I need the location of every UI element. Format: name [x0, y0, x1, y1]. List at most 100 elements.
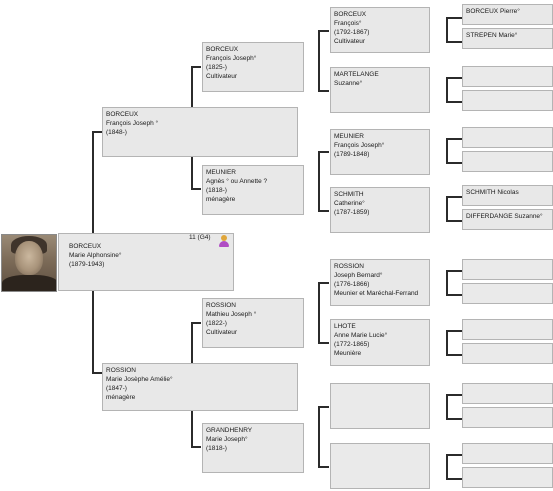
connector-line: [92, 372, 102, 374]
empty-ancestor-slot[interactable]: [330, 383, 430, 429]
connector-line: [446, 394, 462, 396]
connector-line: [446, 270, 462, 272]
connector-line: [446, 330, 448, 355]
empty-ancestor-slot[interactable]: [462, 283, 553, 304]
female-person-icon[interactable]: [218, 235, 230, 247]
empty-ancestor-slot[interactable]: [462, 443, 553, 464]
person-given-names: François Joseph°: [206, 55, 257, 62]
connector-line: [318, 282, 320, 344]
person-dates: (1818-): [206, 445, 227, 452]
empty-ancestor-slot[interactable]: [462, 383, 553, 404]
connector-line: [318, 90, 329, 92]
great-grandparent-card[interactable]: BORCEUX François° (1792-1867) Cultivateu…: [330, 7, 430, 53]
maternal-grandmother-card[interactable]: GRANDHENRY Marie Joseph° (1818-): [202, 423, 304, 473]
person-surname: MARTELANGE: [334, 71, 379, 78]
connector-line: [446, 138, 462, 140]
person-name: SCHMITH Nicolas: [466, 189, 519, 196]
person-name: BORCEUX Pierre°: [466, 8, 520, 15]
person-given-names: Suzanne°: [334, 80, 363, 87]
father-dates: (1848-): [106, 129, 127, 136]
connector-line: [318, 406, 320, 468]
connector-line: [446, 454, 448, 479]
descendant-count-badge: 11 (G4): [189, 234, 211, 241]
person-occupation: Meunier et Maréchal-Ferrand: [334, 290, 419, 297]
connector-line: [191, 446, 201, 448]
connector-line: [446, 478, 462, 480]
connector-line: [446, 330, 462, 332]
connector-line: [446, 394, 448, 419]
connector-line: [446, 196, 462, 198]
connector-line: [318, 466, 329, 468]
empty-ancestor-slot[interactable]: [462, 66, 553, 87]
person-given-names: François°: [334, 20, 362, 27]
root-given-names: Marie Alphonsine°: [69, 252, 122, 259]
maternal-grandfather-card[interactable]: ROSSION Mathieu Joseph ° (1822-) Cultiva…: [202, 298, 304, 348]
connector-line: [446, 162, 462, 164]
root-surname: BORCEUX: [69, 243, 102, 250]
person-surname: BORCEUX: [334, 11, 367, 18]
person-dates: (1818-): [206, 187, 227, 194]
empty-ancestor-slot[interactable]: [462, 467, 553, 488]
person-surname: SCHMITH: [334, 191, 364, 198]
connector-line: [446, 220, 462, 222]
connector-line: [446, 77, 448, 102]
gen4-person-card[interactable]: DIFFERDANGE Suzanne°: [462, 209, 553, 230]
connector-line: [446, 41, 462, 43]
father-given-names: François Joseph °: [106, 120, 159, 127]
gen4-person-card[interactable]: BORCEUX Pierre°: [462, 4, 553, 25]
great-grandparent-card[interactable]: MARTELANGE Suzanne°: [330, 67, 430, 113]
person-occupation: Cultivateur: [334, 38, 366, 45]
person-dates: (1787-1859): [334, 209, 370, 216]
connector-line: [446, 101, 462, 103]
mother-card[interactable]: ROSSION Marie Josèphe Amélie° (1847-) mé…: [102, 363, 298, 411]
person-occupation: Cultivateur: [206, 73, 238, 80]
empty-ancestor-slot[interactable]: [462, 259, 553, 280]
person-given-names: Catherine°: [334, 200, 365, 207]
connector-line: [446, 196, 448, 221]
person-given-names: Mathieu Joseph °: [206, 311, 257, 318]
person-name: STREPEN Marie°: [466, 32, 518, 39]
connector-line: [191, 322, 201, 324]
empty-ancestor-slot[interactable]: [462, 127, 553, 148]
empty-ancestor-slot[interactable]: [330, 443, 430, 489]
person-surname: MEUNIER: [206, 169, 236, 176]
person-dates: (1772-1865): [334, 341, 370, 348]
gen4-person-card[interactable]: SCHMITH Nicolas: [462, 185, 553, 206]
connector-line: [318, 151, 329, 153]
empty-ancestor-slot[interactable]: [462, 407, 553, 428]
paternal-grandfather-card[interactable]: BORCEUX François Joseph° (1825-) Cultiva…: [202, 42, 304, 92]
empty-ancestor-slot[interactable]: [462, 319, 553, 340]
connector-line: [446, 138, 448, 163]
root-person-card[interactable]: BORCEUX Marie Alphonsine° (1879-1943): [58, 233, 234, 291]
person-surname: LHOTE: [334, 323, 356, 330]
paternal-grandmother-card[interactable]: MEUNIER Agnès ° ou Annette ? (1818-) mén…: [202, 165, 304, 215]
person-occupation: Cultivateur: [206, 329, 238, 336]
father-card[interactable]: BORCEUX François Joseph ° (1848-): [102, 107, 298, 157]
portrait-photo[interactable]: [1, 234, 57, 292]
empty-ancestor-slot[interactable]: [462, 151, 553, 172]
connector-line: [191, 188, 201, 190]
mother-given-names: Marie Josèphe Amélie°: [106, 376, 173, 383]
empty-ancestor-slot[interactable]: [462, 343, 553, 364]
father-surname: BORCEUX: [106, 111, 139, 118]
great-grandparent-card[interactable]: SCHMITH Catherine° (1787-1859): [330, 187, 430, 233]
gen4-person-card[interactable]: STREPEN Marie°: [462, 28, 553, 49]
empty-ancestor-slot[interactable]: [462, 90, 553, 111]
person-given-names: François Joseph°: [334, 142, 385, 149]
person-surname: ROSSION: [334, 263, 364, 270]
great-grandparent-card[interactable]: LHOTE Anne Marie Lucie° (1772-1865) Meun…: [330, 319, 430, 366]
person-dates: (1789-1848): [334, 151, 370, 158]
great-grandparent-card[interactable]: MEUNIER François Joseph° (1789-1848): [330, 129, 430, 175]
person-dates: (1792-1867): [334, 29, 370, 36]
connector-line: [318, 210, 329, 212]
connector-line: [318, 342, 329, 344]
connector-line: [446, 418, 462, 420]
person-name: DIFFERDANGE Suzanne°: [466, 213, 543, 220]
connector-line: [446, 294, 462, 296]
person-given-names: Agnès ° ou Annette ?: [206, 178, 268, 185]
connector-line: [446, 17, 462, 19]
connector-line: [446, 17, 448, 42]
person-dates: (1825-): [206, 64, 227, 71]
person-given-names: Anne Marie Lucie°: [334, 332, 388, 339]
great-grandparent-card[interactable]: ROSSION Joseph Bernard° (1776-1866) Meun…: [330, 259, 430, 306]
